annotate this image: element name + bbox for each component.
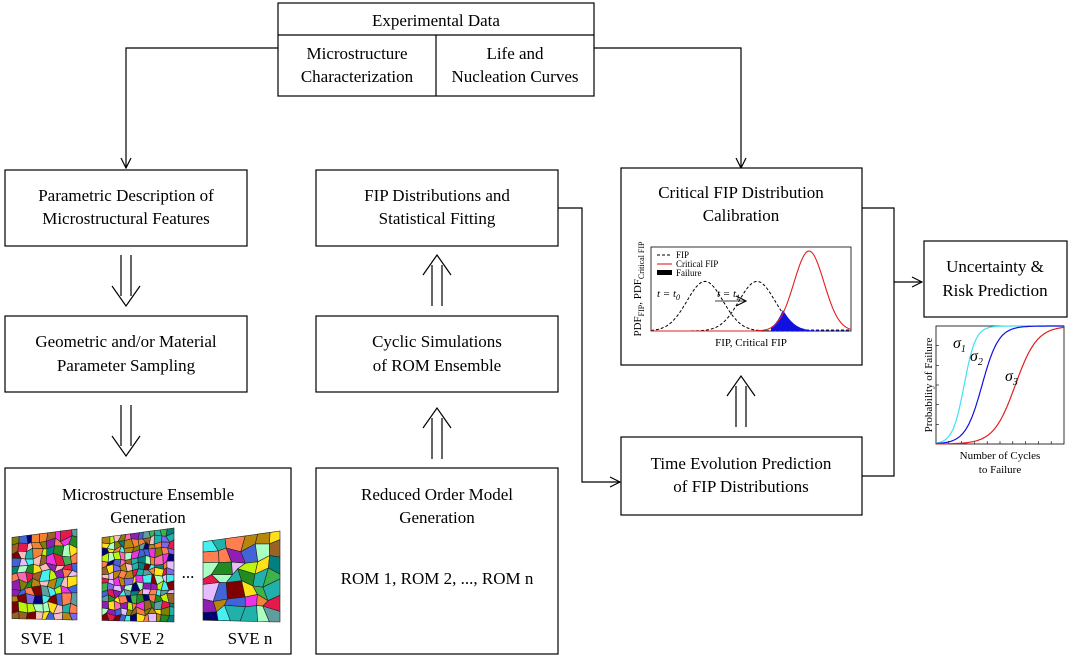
legend-critical-label: Critical FIP — [676, 259, 718, 269]
cyclic-line2: of ROM Ensemble — [373, 356, 501, 375]
sve-grain — [17, 542, 29, 552]
sve-grain — [254, 532, 271, 545]
sve-grain — [202, 611, 219, 621]
prob-xlabel-line2: to Failure — [979, 464, 1022, 476]
microstructure-ensemble-box: Microstructure Ensemble Generation ... S… — [4, 467, 292, 655]
time-evolution-line1: Time Evolution Prediction — [651, 454, 832, 473]
reduced-order-model-box: Reduced Order Model Generation ROM 1, RO… — [315, 467, 559, 655]
ensemble-line1: Microstructure Ensemble — [62, 485, 234, 504]
parametric-line2: Microstructural Features — [42, 209, 210, 228]
microstructure-char-line1: Microstructure — [306, 44, 407, 63]
legend-failure-swatch — [657, 270, 672, 275]
uncertainty-box: Uncertainty & Risk Prediction — [923, 240, 1068, 318]
critical-fip-curve — [651, 250, 852, 332]
double-arrow-up-1 — [422, 253, 452, 306]
sve-grain — [149, 556, 156, 566]
failure-area — [771, 310, 821, 331]
cyclic-line1: Cyclic Simulations — [372, 332, 502, 351]
sve-grain — [68, 612, 78, 621]
cyclic-simulations-box: Cyclic Simulations of ROM Ensemble — [315, 315, 559, 393]
cdf-sigma-2 — [936, 325, 1064, 445]
sve-grain — [101, 600, 110, 610]
double-arrow-up-3 — [726, 374, 756, 427]
rom-line1: Reduced Order Model — [361, 485, 513, 504]
arrow-exp-to-calibration — [594, 47, 741, 168]
sve-n-image — [202, 530, 281, 623]
arrow-exp-to-parametric — [126, 47, 278, 168]
sve-2-label: SVE 2 — [120, 629, 165, 648]
sve-grain — [31, 533, 40, 543]
sve-n-label: SVE n — [228, 629, 273, 648]
sigma-3-label: σ3 — [1005, 368, 1018, 388]
sigma-2-label: σ2 — [970, 348, 983, 368]
fip-dist-line1: FIP Distributions and — [364, 186, 510, 205]
sigma-1-label: σ1 — [953, 335, 966, 355]
experimental-data-title: Experimental Data — [372, 11, 500, 30]
uncertainty-line1: Uncertainty & — [946, 257, 1044, 276]
fip-dist-line2: Statistical Fitting — [379, 209, 496, 228]
sve-grain — [169, 606, 175, 616]
rom-line2: Generation — [399, 508, 475, 527]
sve-grain — [18, 535, 29, 545]
sve-grain — [262, 605, 281, 623]
prob-ylabel: Probability of Failure — [923, 338, 935, 433]
sampling-line2: Parameter Sampling — [57, 356, 196, 375]
pdf-xlabel: FIP, Critical FIP — [715, 337, 787, 349]
parameter-sampling-box: Geometric and/or Material Parameter Samp… — [4, 315, 248, 393]
pdf-legend: FIP Critical FIP Failure — [657, 250, 718, 278]
calibration-box: Critical FIP Distribution Calibration FI… — [620, 167, 863, 366]
parametric-line1: Parametric Description of — [38, 186, 214, 205]
time-evolution-line2: of FIP Distributions — [673, 477, 808, 496]
sve-2-image — [101, 527, 175, 623]
sve-grain — [142, 573, 153, 584]
ensemble-ellipsis: ... — [182, 563, 195, 582]
sampling-line1: Geometric and/or Material — [35, 332, 217, 351]
rom-list: ROM 1, ROM 2, ..., ROM n — [341, 569, 534, 588]
cdf-sigma-3 — [936, 326, 1065, 445]
experimental-data-box: Experimental Data Microstructure Charact… — [277, 2, 595, 97]
life-nucleation-line1: Life and — [486, 44, 544, 63]
double-arrow-down-2 — [111, 405, 141, 458]
fip-distributions-box: FIP Distributions and Statistical Fittin… — [315, 169, 559, 247]
connector-calibration — [862, 207, 895, 282]
legend-fip-label: FIP — [676, 250, 689, 260]
double-arrow-up-2 — [422, 406, 452, 459]
pdf-ylabel: PDFFIP, PDFCritical FIP — [632, 241, 646, 337]
arrow-fip-to-time-evolution — [558, 207, 620, 482]
legend-failure-label: Failure — [676, 268, 702, 278]
prob-xlabel-line1: Number of Cycles — [960, 450, 1041, 462]
sve-grain — [202, 550, 220, 563]
sve-grain — [25, 611, 37, 620]
time-evolution-box: Time Evolution Prediction of FIP Distrib… — [620, 436, 863, 516]
arrow-to-uncertainty — [862, 282, 922, 477]
double-arrow-down-1 — [111, 255, 141, 308]
sve-grain — [142, 582, 152, 590]
calibration-line2: Calibration — [703, 206, 780, 225]
life-nucleation-line2: Nucleation Curves — [452, 67, 579, 86]
sve-1-image — [11, 528, 78, 621]
t0-label: t = t0 — [657, 288, 680, 302]
sve-grain — [166, 615, 175, 623]
calibration-line1: Critical FIP Distribution — [658, 183, 824, 202]
pdf-chart: FIP Critical FIP Failure t = t0 t = t1 F… — [632, 241, 852, 349]
ensemble-line2: Generation — [110, 508, 186, 527]
microstructure-char-line2: Characterization — [301, 67, 414, 86]
parametric-description-box: Parametric Description of Microstructura… — [4, 169, 248, 247]
probability-chart: σ1 σ2 σ3 Probability of Failure Number o… — [923, 325, 1065, 476]
uncertainty-line2: Risk Prediction — [942, 281, 1048, 300]
sve-grain — [147, 613, 157, 622]
sve-1-label: SVE 1 — [21, 629, 66, 648]
